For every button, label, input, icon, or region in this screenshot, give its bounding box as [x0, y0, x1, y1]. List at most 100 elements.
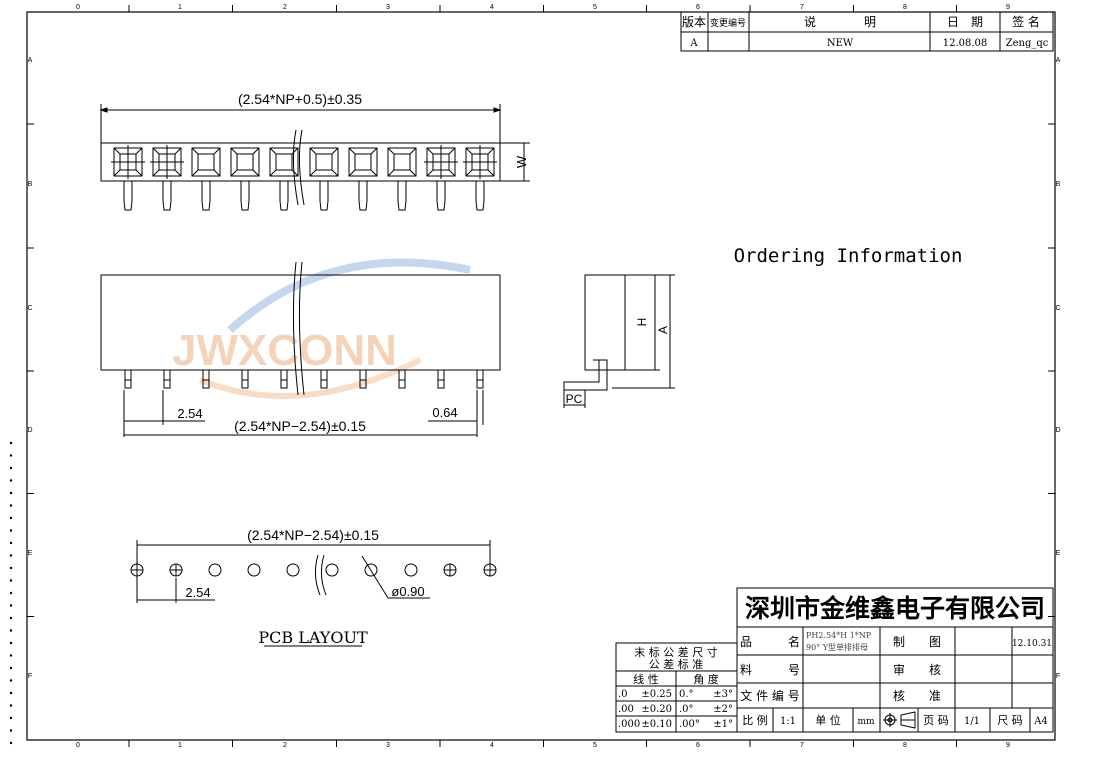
drawn-date: 12.10.31 [1012, 639, 1052, 649]
zone-row-label: B [28, 181, 33, 188]
contact-cavity [191, 147, 221, 211]
pcb-hole [247, 563, 261, 577]
watermark-text: JWXCONN [172, 326, 397, 375]
tolerance-cell: ±0.25 [641, 689, 672, 700]
tolerance-cell: .0° [679, 704, 694, 715]
pin [162, 181, 172, 211]
margin-dot [9, 704, 13, 707]
top-view: (2.54*NP+0.5)±0.35 W [99, 91, 530, 211]
contact-cavity [348, 147, 378, 211]
zone-row-label: A [28, 57, 33, 64]
tolerance-cell: .00 [618, 704, 634, 715]
tolerance-cell: ±2° [713, 704, 733, 715]
contact-cavity [111, 145, 145, 211]
zone-row-label: B [1056, 181, 1061, 188]
zone-column-label: 1 [178, 4, 182, 11]
rev-header-version: 版本 [682, 15, 706, 29]
part-no-label: 料 号 [740, 663, 800, 677]
margin-dot [9, 741, 13, 745]
doc-no-label: 文 件 编 号 [740, 688, 799, 703]
margin-dot [9, 541, 13, 545]
margin-dot [9, 579, 13, 582]
margin-dot [9, 491, 13, 495]
pin [476, 369, 484, 389]
front-pin-width-dim: 0.64 [432, 405, 457, 420]
zone-row-label: C [27, 305, 32, 312]
zone-column-label: 9 [1006, 4, 1010, 11]
title-block: 深圳市金维鑫电子有限公司 品 名 PH2.54*H 1*NP 90° Y型单排排… [736, 587, 1054, 733]
pin [320, 369, 328, 389]
margin-dot [9, 591, 13, 595]
pin [437, 369, 445, 389]
drawing-border [26, 11, 1056, 741]
zone-column-label: 6 [696, 4, 700, 11]
scale-value: 1:1 [780, 716, 796, 727]
product-name-line2: 90° Y型单排排母 [806, 642, 868, 652]
rev-date: 12.08.08 [943, 38, 988, 49]
pcb-layout-title: PCB LAYOUT [258, 628, 368, 647]
zone-column-label: 2 [283, 742, 287, 749]
margin-dot [9, 504, 13, 507]
contact-cavity [230, 147, 260, 211]
unit-value: mm [857, 717, 875, 727]
rev-header-change: 变更编号 [710, 17, 746, 29]
zone-row-label: E [28, 550, 33, 557]
zone-row-label: F [1056, 673, 1060, 680]
pin [359, 369, 367, 389]
height-label: H [635, 318, 649, 327]
tolerance-col-linear: 线 性 [633, 672, 659, 686]
zone-row-label: D [1055, 427, 1060, 434]
zone-column-label: 4 [490, 742, 494, 749]
zone-column-label: 8 [903, 742, 907, 749]
drawn-label: 制 图 [893, 635, 941, 649]
margin-dot [9, 666, 13, 670]
checked-label: 审 核 [893, 662, 941, 677]
rev-header-date: 日 期 [947, 15, 983, 29]
zone-row-label: D [27, 427, 32, 434]
page-label: 页 码 [923, 714, 949, 727]
pin [241, 369, 249, 389]
contact-cavity [424, 145, 458, 211]
front-span-dim: (2.54*NP−2.54)±0.15 [234, 418, 366, 434]
margin-dot [9, 691, 13, 695]
tolerance-cell: .000 [618, 719, 640, 730]
zone-column-label: 7 [800, 4, 804, 11]
tolerance-cell: .0 [618, 689, 628, 700]
width-label: W [514, 155, 529, 168]
pin [358, 181, 368, 211]
pcb-hole [364, 563, 378, 577]
margin-dot [9, 679, 13, 682]
margin-dot [9, 566, 13, 570]
top-length-dimension: (2.54*NP+0.5)±0.35 [238, 91, 362, 107]
contact-cavity [309, 147, 339, 211]
total-height-label: A [656, 326, 670, 334]
tolerance-title: 末 标 公 差 尺 寸 [634, 645, 717, 659]
pin [436, 181, 446, 211]
pin [163, 369, 171, 389]
watermark: JWXCONN [172, 258, 471, 399]
product-name-label: 品 名 [740, 634, 800, 649]
zone-column-label: 0 [76, 742, 80, 749]
size-label: 尺 码 [997, 714, 1023, 727]
margin-dot [9, 629, 13, 632]
zone-column-label: 5 [593, 4, 597, 11]
pin [123, 181, 133, 211]
tolerance-cell: ±1° [713, 719, 733, 730]
tolerance-cell: ±0.20 [641, 704, 672, 715]
margin-dot [9, 604, 13, 607]
ordering-information-heading: Ordering Information [734, 245, 963, 267]
contact-cavity [269, 147, 299, 211]
pin [201, 181, 211, 211]
zone-column-label: 3 [386, 742, 390, 749]
tolerance-subtitle: 公 差 标 准 [649, 657, 704, 671]
company-name: 深圳市金维鑫电子有限公司 [745, 594, 1045, 623]
zone-column-label: 6 [696, 742, 700, 749]
tolerance-col-angle: 角 度 [693, 672, 719, 686]
pcb-span-dim: (2.54*NP−2.54)±0.15 [247, 527, 379, 543]
revision-table: 版本 变更编号 说 明 日 期 签 名 A NEW 12.08.08 Zeng_… [680, 11, 1054, 52]
margin-dot [9, 479, 13, 482]
contact-cavity [150, 145, 184, 211]
unit-label: 单 位 [815, 713, 841, 727]
